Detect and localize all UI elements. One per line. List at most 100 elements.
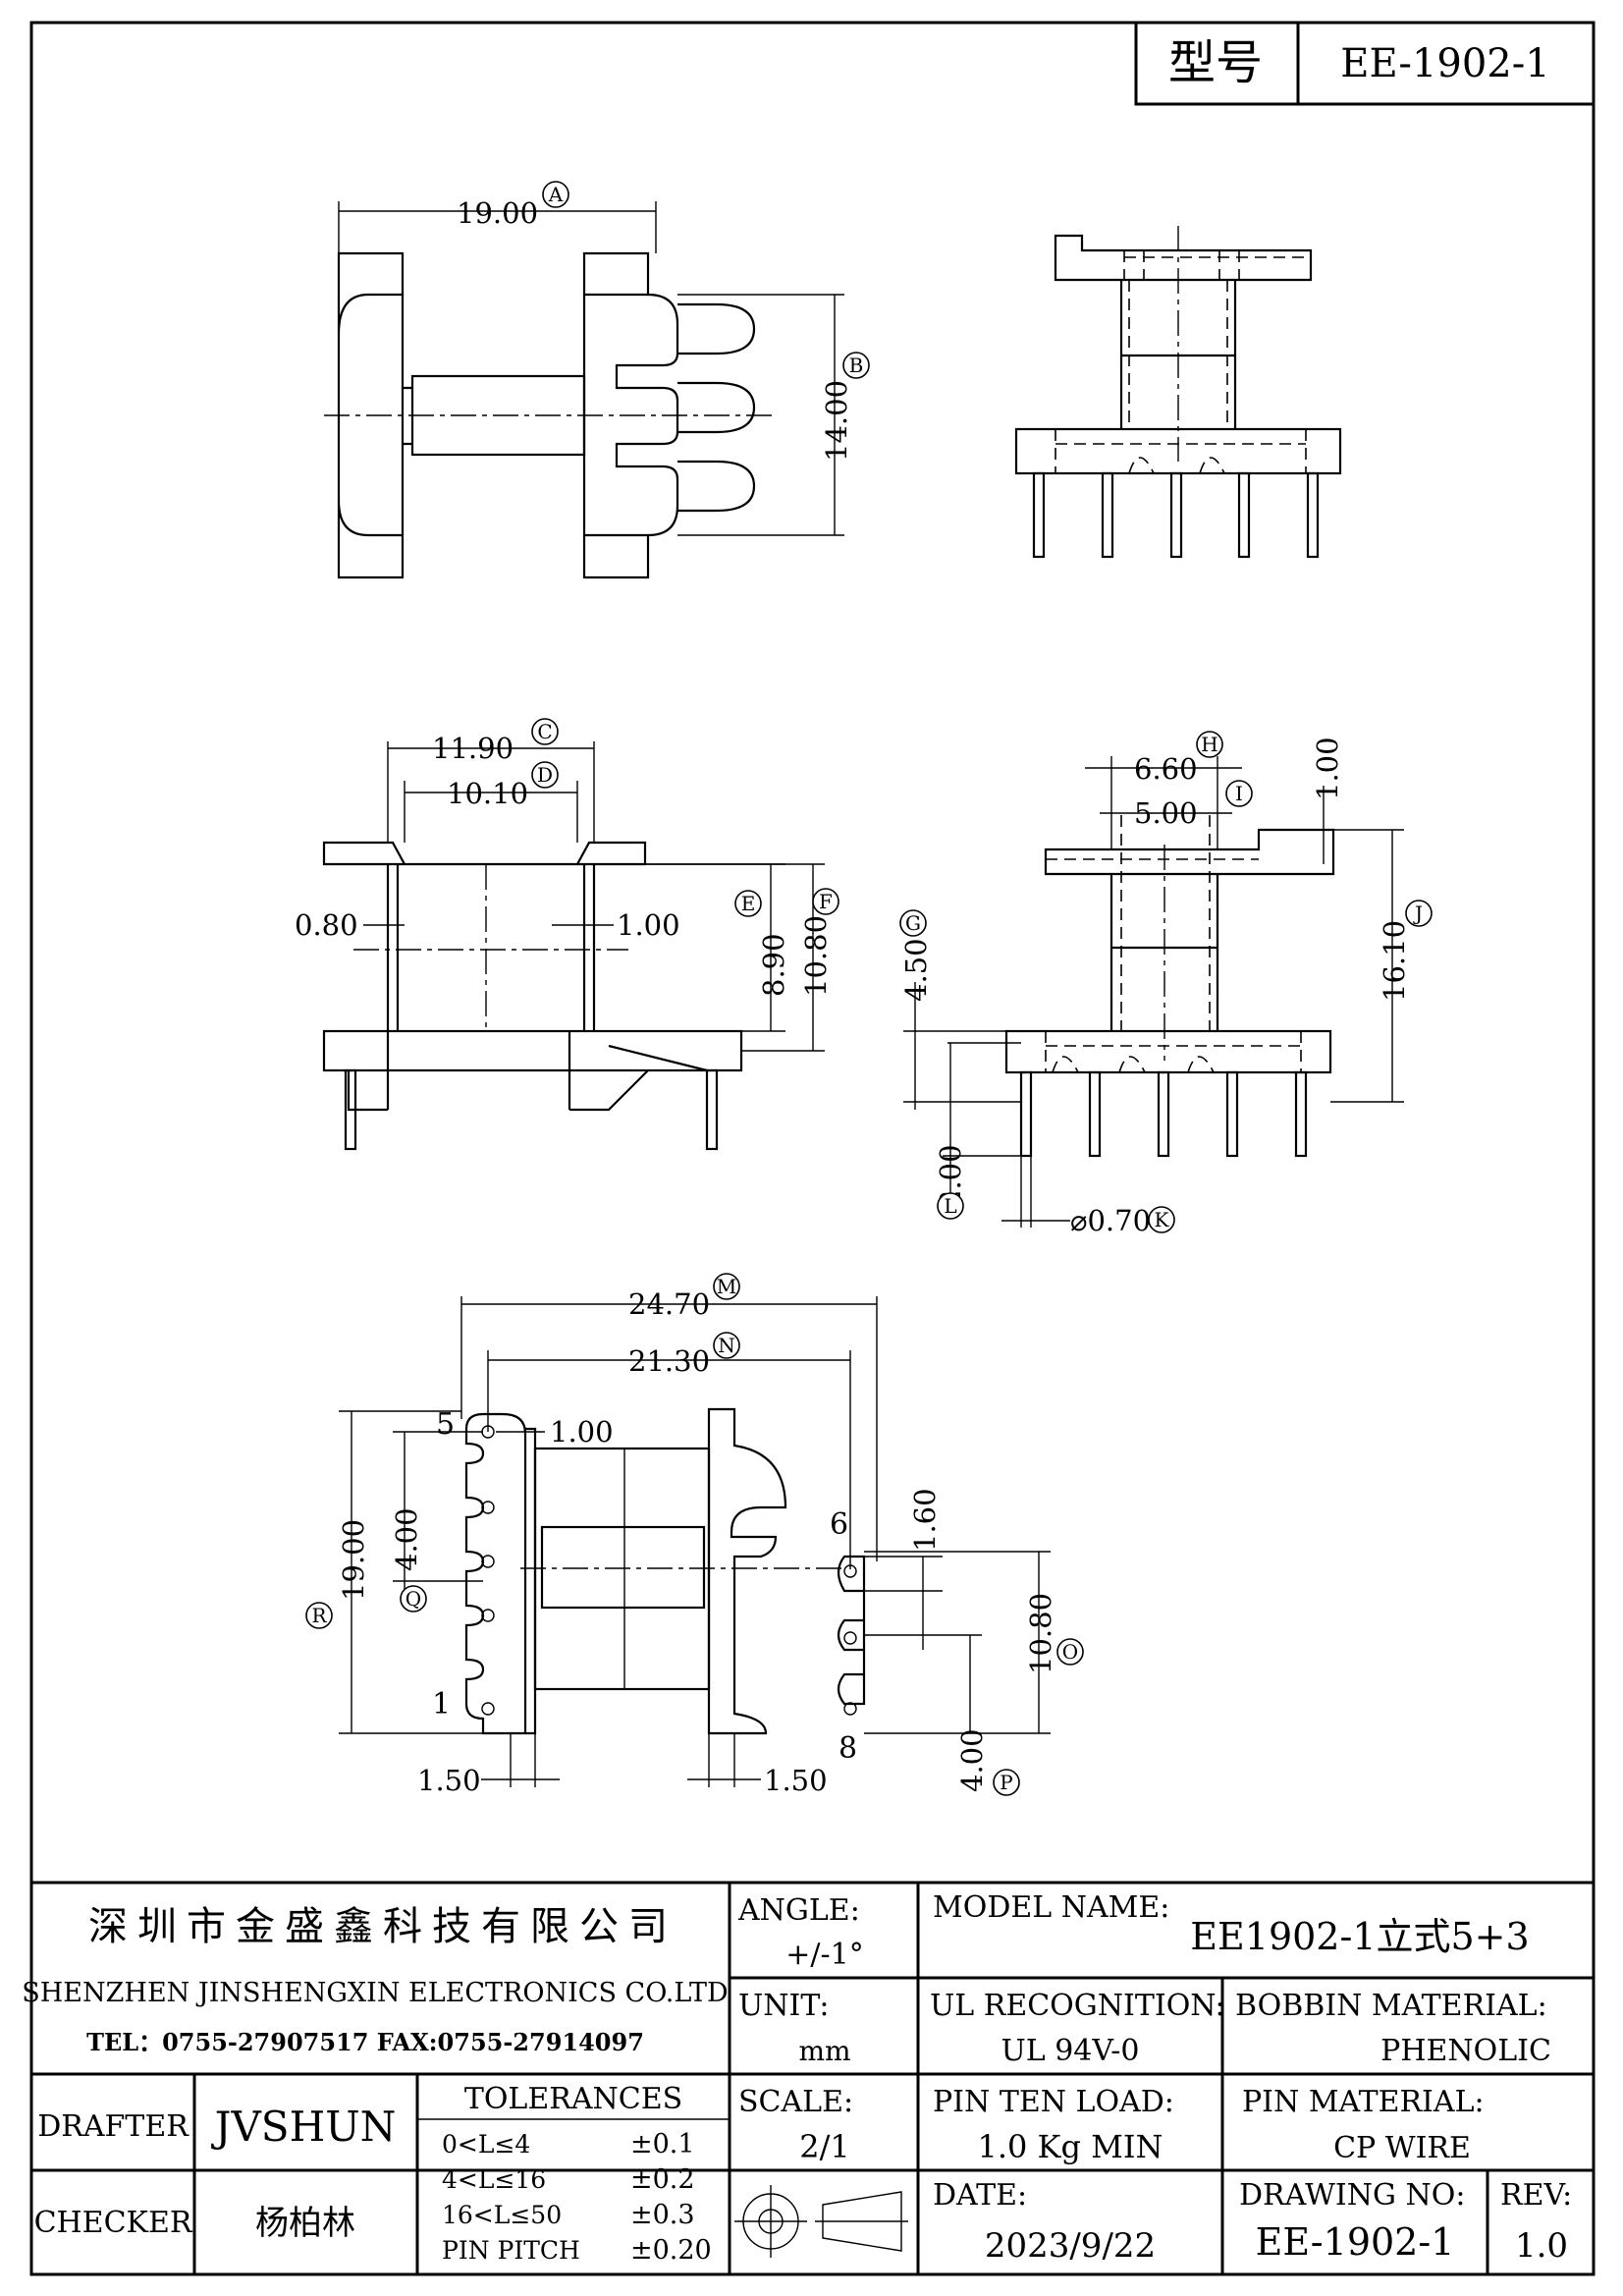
dim-m-value: 24.70 bbox=[628, 1287, 710, 1321]
header-model-box: 型号 EE-1902-1 bbox=[1134, 21, 1596, 106]
dim-j-letter: J bbox=[1413, 902, 1423, 925]
dim-h-value: 6.60 bbox=[1134, 752, 1198, 786]
dim-a-marker bbox=[542, 181, 569, 208]
pin-label-1: 1 bbox=[432, 1687, 451, 1722]
sheet-border bbox=[29, 21, 1596, 2276]
model-name-label: MODEL NAME: bbox=[933, 1890, 1169, 1925]
pin-load-value: 1.0 Kg MIN bbox=[977, 2128, 1163, 2165]
dim-c-value: 11.90 bbox=[432, 732, 514, 765]
dim-c-marker bbox=[531, 718, 559, 745]
dim-o-letter: O bbox=[1062, 1640, 1078, 1664]
dim-f-value: 10.80 bbox=[799, 915, 833, 997]
dim-g-letter: G bbox=[905, 911, 921, 935]
bobbin-label: BOBBIN MATERIAL: bbox=[1235, 1989, 1547, 2023]
bobbin-value: PHENOLIC bbox=[1380, 2034, 1551, 2068]
dim-bottom-left: 1.50 bbox=[417, 1764, 481, 1797]
dim-r-letter: R bbox=[311, 1604, 327, 1627]
pin-material-label: PIN MATERIAL: bbox=[1242, 2085, 1485, 2119]
tol-range-2: 16<L≤50 bbox=[442, 2201, 562, 2229]
dim-i-value: 5.00 bbox=[1134, 796, 1198, 830]
dim-j-marker bbox=[1405, 900, 1433, 927]
company-name-en: SHENZHEN JINSHENGXIN ELECTRONICS CO.LTD bbox=[22, 1978, 728, 2008]
dim-r-marker bbox=[305, 1602, 333, 1629]
tol-range-3: PIN PITCH bbox=[442, 2236, 580, 2265]
tol-value-1: ±0.2 bbox=[630, 2164, 695, 2195]
dim-p-letter: P bbox=[1000, 1771, 1012, 1794]
unit-label: UNIT: bbox=[738, 1989, 829, 2023]
dim-e-marker bbox=[734, 890, 762, 917]
drawing-no-value: EE-1902-1 bbox=[1256, 2220, 1455, 2264]
dim-n-marker bbox=[713, 1332, 740, 1359]
header-model-value: EE-1902-1 bbox=[1340, 41, 1549, 86]
ul-value: UL 94V-0 bbox=[1001, 2034, 1139, 2068]
dim-i-letter: I bbox=[1235, 782, 1243, 805]
pin-load-label: PIN TEN LOAD: bbox=[933, 2085, 1174, 2119]
dim-o-value: 10.80 bbox=[1024, 1593, 1057, 1674]
dim-g-value: 4.50 bbox=[899, 938, 933, 1002]
dim-a-value: 19.00 bbox=[457, 196, 538, 230]
pin-label-8: 8 bbox=[839, 1731, 857, 1766]
dim-o-marker bbox=[1056, 1638, 1084, 1666]
rev-value: 1.0 bbox=[1515, 2226, 1568, 2266]
dim-q-marker bbox=[400, 1585, 427, 1613]
dim-right-wall: 1.00 bbox=[617, 908, 680, 942]
dim-h-marker bbox=[1196, 731, 1223, 758]
dim-slot: 1.00 bbox=[550, 1415, 614, 1449]
dim-e-letter: E bbox=[741, 892, 756, 915]
dim-d-marker bbox=[531, 761, 559, 789]
view-top-left: 19.00 A 14.00 B bbox=[324, 181, 870, 579]
dim-f-marker bbox=[812, 888, 839, 915]
drawing-no-label: DRAWING NO: bbox=[1239, 2178, 1465, 2213]
dim-q-letter: Q bbox=[406, 1587, 421, 1611]
dim-k-letter: K bbox=[1155, 1208, 1170, 1231]
dim-g-marker bbox=[899, 909, 927, 937]
dim-d-letter: D bbox=[537, 763, 553, 787]
scale-value: 2/1 bbox=[799, 2128, 850, 2165]
tolerances-label: TOLERANCES bbox=[464, 2082, 682, 2116]
date-label: DATE: bbox=[933, 2178, 1027, 2213]
view-top-right bbox=[1014, 226, 1342, 559]
dim-c-letter: C bbox=[537, 720, 552, 743]
dim-b-marker bbox=[842, 352, 870, 379]
date-value: 2023/9/22 bbox=[985, 2226, 1156, 2266]
dim-n-letter: N bbox=[718, 1334, 735, 1357]
tol-value-2: ±0.3 bbox=[630, 2200, 695, 2230]
view-bottom: 24.70 M 21.30 N 1.00 5 1 6 8 19.00 R 4.0… bbox=[305, 1273, 1084, 1797]
view-middle-right: 6.60 H 5.00 I 1.00 16.10 J 4.50 G 2.00 L bbox=[899, 731, 1433, 1237]
dim-m-letter: M bbox=[717, 1275, 736, 1298]
rev-label: REV: bbox=[1500, 2178, 1572, 2213]
pin-label-6: 6 bbox=[830, 1507, 848, 1542]
drafter-value: JVSHUN bbox=[211, 2103, 397, 2151]
header-model-label: 型号 bbox=[1168, 35, 1263, 90]
angle-value: +/-1° bbox=[785, 1938, 863, 1972]
dim-e-value: 8.90 bbox=[757, 933, 790, 997]
dim-k-value: ⌀0.70 bbox=[1070, 1204, 1151, 1237]
dim-bottom-right: 1.50 bbox=[764, 1764, 828, 1797]
unit-value: mm bbox=[798, 2035, 850, 2067]
dim-p-marker bbox=[993, 1769, 1020, 1796]
drafter-label: DRAFTER bbox=[37, 2109, 189, 2144]
dim-side-top: 1.00 bbox=[1311, 737, 1344, 800]
dim-i-marker bbox=[1225, 780, 1253, 807]
dim-b-letter: B bbox=[849, 354, 864, 377]
tol-range-1: 4<L≤16 bbox=[442, 2165, 546, 2194]
checker-value: 杨柏林 bbox=[255, 2204, 355, 2243]
dim-l-marker bbox=[937, 1192, 964, 1220]
company-tel-fax: TEL：0755-27907517 FAX:0755-27914097 bbox=[86, 2028, 644, 2056]
dim-f-letter: F bbox=[819, 890, 833, 913]
angle-label: ANGLE: bbox=[737, 1893, 860, 1928]
dim-r-value: 19.00 bbox=[337, 1519, 370, 1601]
ul-label: UL RECOGNITION: bbox=[930, 1989, 1225, 2023]
dim-p-value: 4.00 bbox=[955, 1728, 989, 1792]
dim-gap: 1.60 bbox=[908, 1488, 942, 1552]
dim-q-value: 4.00 bbox=[390, 1507, 423, 1571]
dim-k-marker bbox=[1148, 1206, 1175, 1233]
checker-label: CHECKER bbox=[34, 2206, 193, 2240]
company-name-cn: 深圳市金盛鑫科技有限公司 bbox=[88, 1904, 677, 1949]
dim-n-value: 21.30 bbox=[628, 1344, 710, 1378]
dim-h-letter: H bbox=[1201, 733, 1217, 756]
projection-symbol bbox=[734, 2185, 908, 2258]
tol-range-0: 0<L≤4 bbox=[442, 2130, 530, 2159]
dim-j-value: 16.10 bbox=[1378, 920, 1411, 1002]
